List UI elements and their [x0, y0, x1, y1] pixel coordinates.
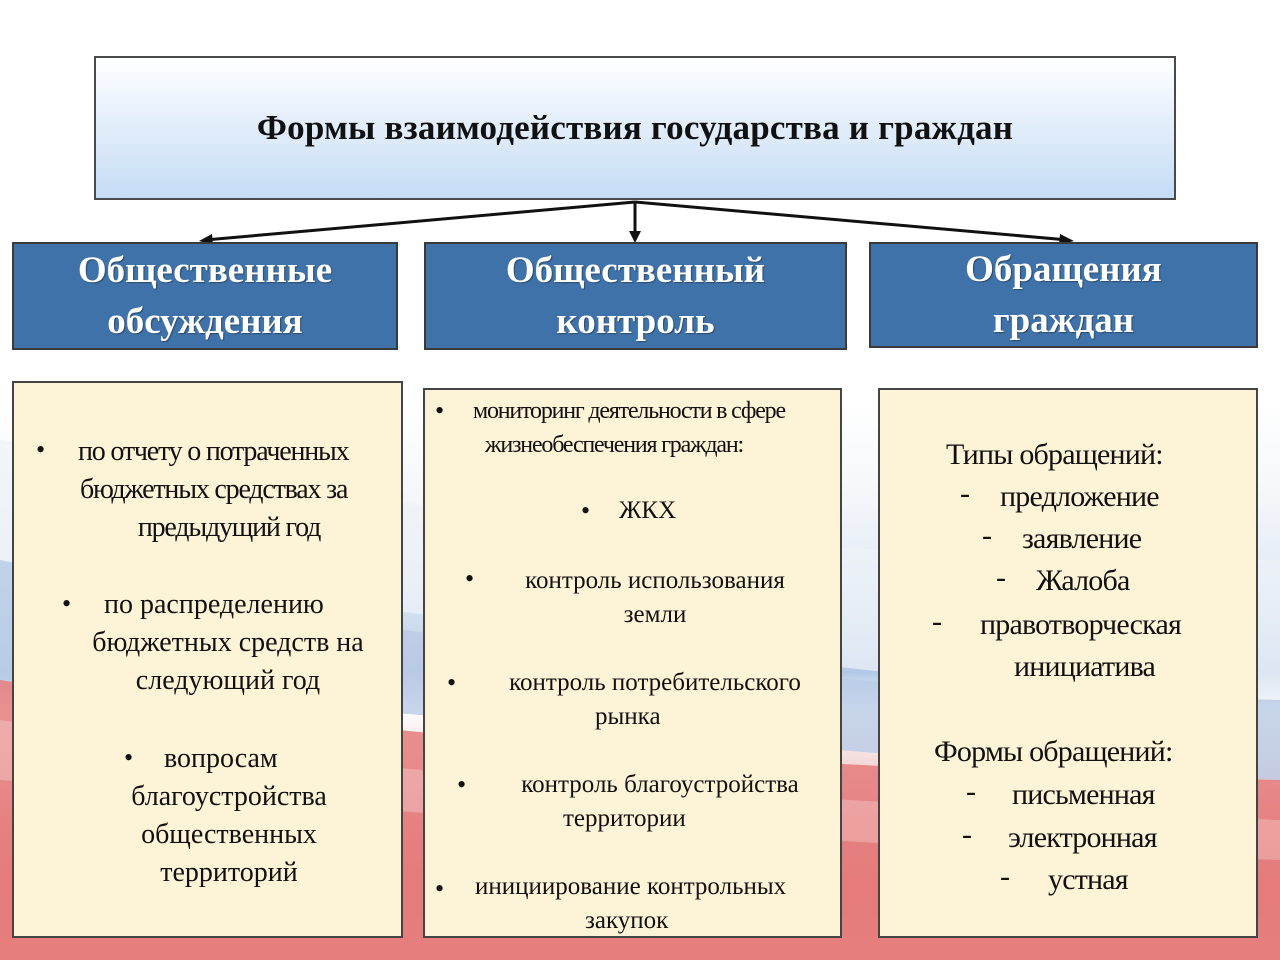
- bullet-icon: •: [581, 496, 591, 525]
- item-line: бюджетных средствах за: [80, 474, 348, 505]
- category-label-line1: Обращения: [965, 249, 1162, 290]
- category-label-line2: граждан: [992, 300, 1135, 341]
- item-line: контроль потребительского: [509, 669, 801, 696]
- appeals-panel: Типы обращений: - предложение - заявлени…: [878, 388, 1258, 938]
- item-line: благоустройства: [131, 781, 327, 812]
- category-citizen-appeals: Обращения граждан: [869, 242, 1258, 348]
- item-line: территории: [563, 805, 686, 832]
- discussion-item-3: вопросам благоустройства общественных те…: [74, 740, 384, 892]
- item-line: общественных: [141, 819, 317, 850]
- appeal-type-item: заявление: [1022, 522, 1142, 555]
- control-item-consumer-market: контроль потребительского рынка: [465, 666, 845, 734]
- category-public-control: Общественный контроль: [424, 242, 847, 350]
- appeal-form-item: устная: [1048, 863, 1129, 896]
- dash-marker: -: [960, 477, 970, 510]
- bullet-icon: •: [457, 770, 467, 799]
- bullet-icon: •: [36, 435, 46, 464]
- appeal-forms-heading: Формы обращений:: [934, 735, 1173, 768]
- appeal-type-item: Жалоба: [1036, 564, 1130, 597]
- dash-marker: -: [966, 775, 976, 808]
- dash-marker: -: [1000, 860, 1010, 893]
- appeal-type-item: предложение: [1000, 480, 1160, 513]
- item-line: рынка: [595, 703, 661, 730]
- dash-marker: -: [962, 818, 972, 851]
- diagram-title-box: Формы взаимодействия государства и гражд…: [94, 56, 1176, 200]
- category-label-line1: Общественные: [77, 250, 333, 291]
- item-line: контроль использования: [525, 567, 785, 594]
- item-line: мониторинг деятельности в сфере: [473, 398, 786, 424]
- item-line: территорий: [160, 857, 298, 888]
- appeal-form-item: письменная: [1012, 778, 1155, 811]
- item-line: земли: [623, 601, 687, 628]
- item-line: бюджетных средств на: [92, 627, 364, 658]
- bullet-icon: •: [447, 668, 457, 697]
- control-item-procurement: инициирование контрольных закупок: [455, 870, 845, 938]
- discussion-item-2: по распределению бюджетных средств на сл…: [54, 586, 402, 700]
- arrowhead-center: [629, 231, 641, 243]
- bullet-icon: •: [465, 564, 475, 593]
- item-line: жизнеобеспечения граждан:: [485, 432, 744, 458]
- bullet-icon: •: [62, 589, 72, 618]
- discussion-item-1: по отчету о потраченных бюджетных средст…: [64, 433, 394, 547]
- appeal-form-item: электронная: [1008, 821, 1158, 854]
- item-line: закупок: [585, 907, 669, 934]
- category-public-discussions: Общественные обсуждения: [12, 242, 398, 350]
- item-line: по отчету о потраченных: [78, 436, 350, 467]
- bullet-icon: •: [124, 743, 134, 772]
- category-label-line1: Общественный: [505, 250, 766, 291]
- item-line: следующий год: [135, 665, 321, 696]
- appeal-types-heading: Типы обращений:: [946, 438, 1164, 471]
- item-line: ЖКХ: [619, 497, 677, 524]
- control-item-housing: ЖКХ: [619, 494, 699, 528]
- discussions-panel: • по отчету о потраченных бюджетных сред…: [12, 381, 403, 938]
- dash-marker: -: [932, 605, 942, 638]
- bullet-icon: •: [435, 874, 445, 903]
- item-line: контроль благоустройства: [521, 771, 799, 798]
- appeal-type-item: правотворческая: [980, 608, 1182, 641]
- monitoring-intro: мониторинг деятельности в сфере жизнеобе…: [455, 394, 845, 462]
- appeal-type-item-cont: инициатива: [1014, 650, 1156, 683]
- item-line: предыдущий год: [137, 512, 322, 543]
- control-item-improvement: контроль благоустройства территории: [475, 768, 845, 836]
- bullet-icon: •: [435, 396, 445, 425]
- dash-marker: -: [982, 519, 992, 552]
- item-line: инициирование контрольных: [475, 873, 787, 900]
- category-label-line2: обсуждения: [107, 301, 303, 342]
- category-label-line2: контроль: [556, 301, 715, 342]
- control-item-land: контроль использования земли: [485, 564, 825, 632]
- control-panel: • мониторинг деятельности в сфере жизнео…: [423, 388, 842, 938]
- dash-marker: -: [996, 561, 1006, 594]
- item-line: вопросам: [164, 743, 278, 774]
- diagram-title: Формы взаимодействия государства и гражд…: [256, 108, 1014, 147]
- item-line: по распределению: [104, 589, 324, 620]
